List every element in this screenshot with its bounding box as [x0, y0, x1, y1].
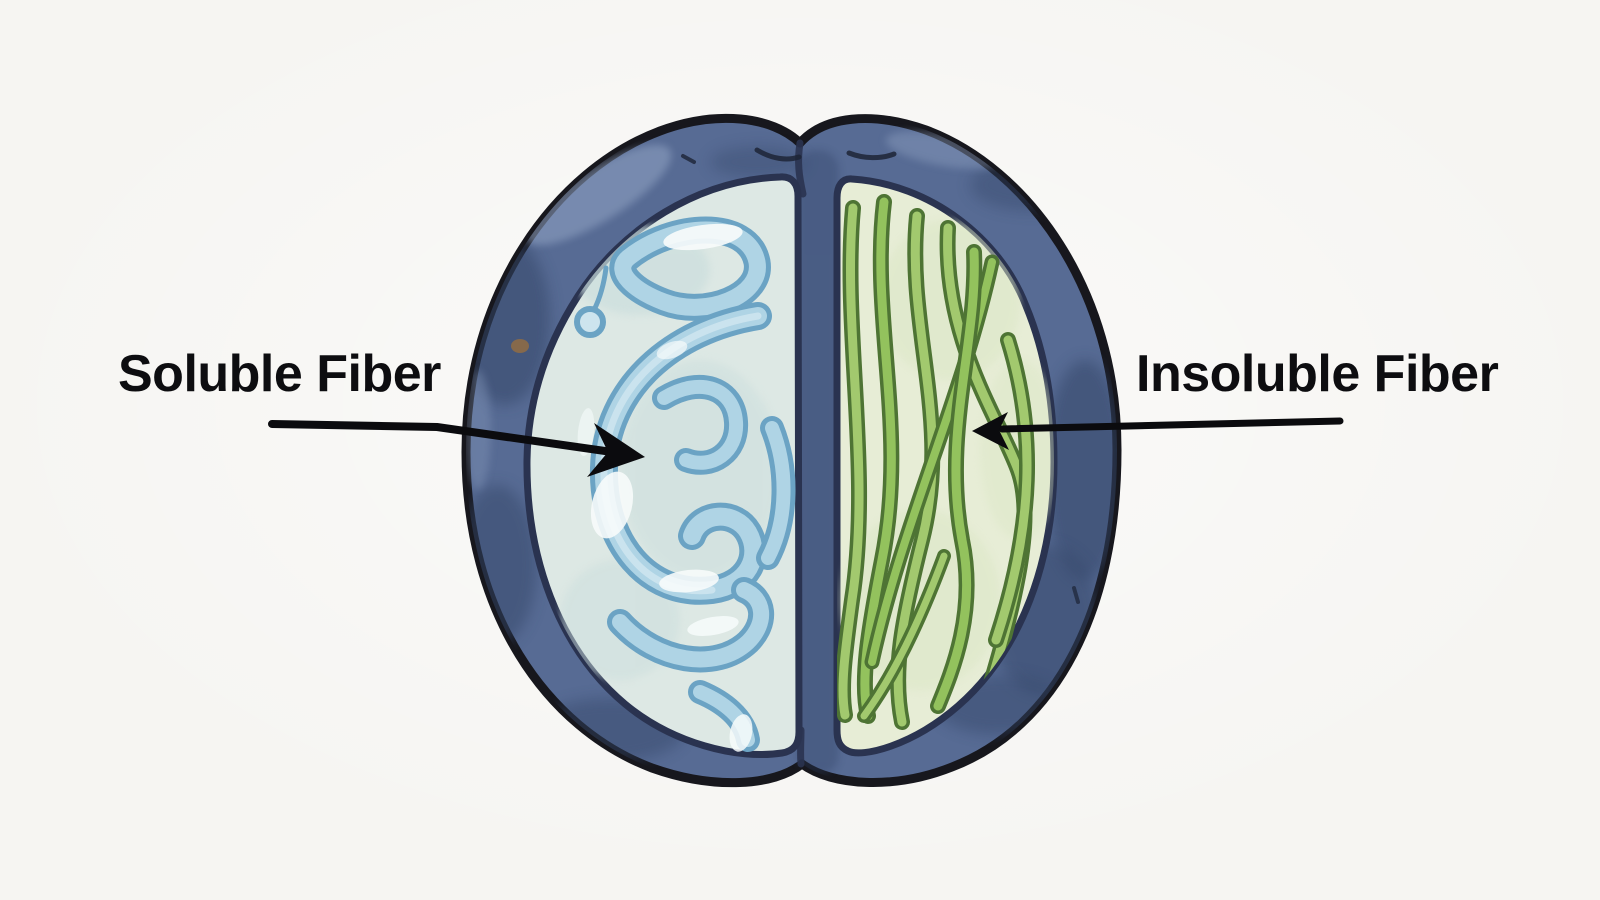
fiber-strands	[837, 194, 1036, 730]
label-soluble-fiber: Soluble Fiber	[118, 345, 441, 403]
soluble-half	[523, 173, 803, 759]
soluble-arrowhead-icon	[587, 423, 645, 477]
skin-speck	[511, 339, 529, 353]
insoluble-half	[833, 175, 1058, 757]
insoluble-arrow-line	[998, 417, 1344, 433]
gel-highlights	[577, 223, 753, 752]
label-insoluble-fiber: Insoluble Fiber	[1136, 345, 1499, 403]
insoluble-arrow	[972, 412, 1344, 450]
soluble-arrow	[268, 420, 645, 477]
soluble-arrow-line	[268, 420, 616, 456]
annotations	[268, 412, 1344, 477]
insoluble-arrowhead-icon	[972, 412, 1009, 450]
